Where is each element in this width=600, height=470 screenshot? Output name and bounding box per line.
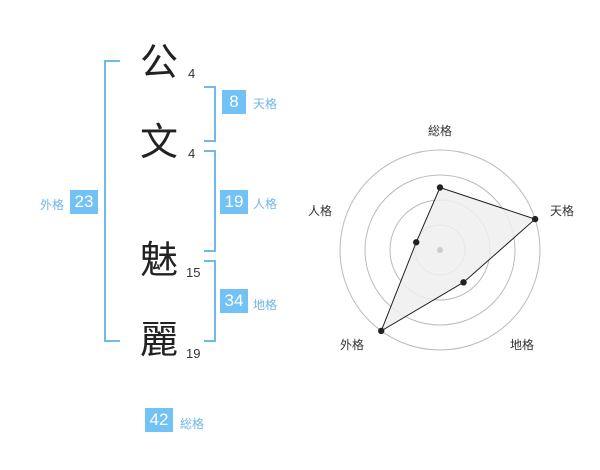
name-char-3-strokes: 15 bbox=[186, 265, 201, 280]
radar-grid-ring bbox=[364, 174, 516, 326]
radar-svg bbox=[339, 149, 541, 351]
jinkaku-bracket bbox=[204, 150, 216, 252]
name-char-1-strokes: 4 bbox=[188, 66, 196, 81]
tenkaku-bracket bbox=[204, 86, 216, 142]
radar-label-chikaku: 地格 bbox=[510, 338, 535, 352]
gaikaku-label: 外格 bbox=[40, 198, 65, 212]
radar-point-3 bbox=[378, 327, 385, 335]
radar-point-1 bbox=[531, 215, 539, 223]
name-char-4-strokes: 19 bbox=[186, 346, 201, 361]
chikaku-bracket bbox=[204, 260, 216, 342]
soukaku-label: 総格 bbox=[180, 417, 205, 431]
radar-grid-ring bbox=[339, 149, 541, 351]
radar-label-tenkaku: 天格 bbox=[550, 204, 575, 218]
name-char-3: 魅 bbox=[140, 238, 179, 282]
gaikaku-badge: 23 bbox=[70, 190, 98, 214]
name-char-4: 麗 bbox=[140, 318, 179, 362]
radar-point-0 bbox=[436, 184, 444, 191]
radar-chart: 総格 天格 地格 外格 人格 bbox=[300, 110, 590, 370]
chikaku-badge: 34 bbox=[220, 289, 248, 313]
tenkaku-badge: 8 bbox=[222, 90, 246, 114]
radar-label-jinkaku: 人格 bbox=[308, 204, 333, 218]
radar-series-area bbox=[380, 186, 537, 333]
chikaku-label: 地格 bbox=[253, 298, 278, 312]
jinkaku-badge: 19 bbox=[220, 190, 248, 214]
radar-center-dot bbox=[437, 247, 443, 253]
radar-label-soukaku: 総格 bbox=[428, 124, 453, 138]
name-char-1: 公 bbox=[140, 40, 179, 84]
gaikaku-bracket bbox=[104, 60, 120, 342]
jinkaku-label: 人格 bbox=[253, 197, 278, 211]
radar-point-2 bbox=[460, 279, 467, 286]
tenkaku-label: 天格 bbox=[253, 97, 278, 111]
name-char-2: 文 bbox=[140, 120, 179, 164]
name-char-2-strokes: 4 bbox=[188, 146, 196, 161]
radar-point-4 bbox=[413, 239, 420, 246]
radar-label-gaikaku: 外格 bbox=[340, 338, 365, 352]
soukaku-badge: 42 bbox=[145, 408, 173, 432]
